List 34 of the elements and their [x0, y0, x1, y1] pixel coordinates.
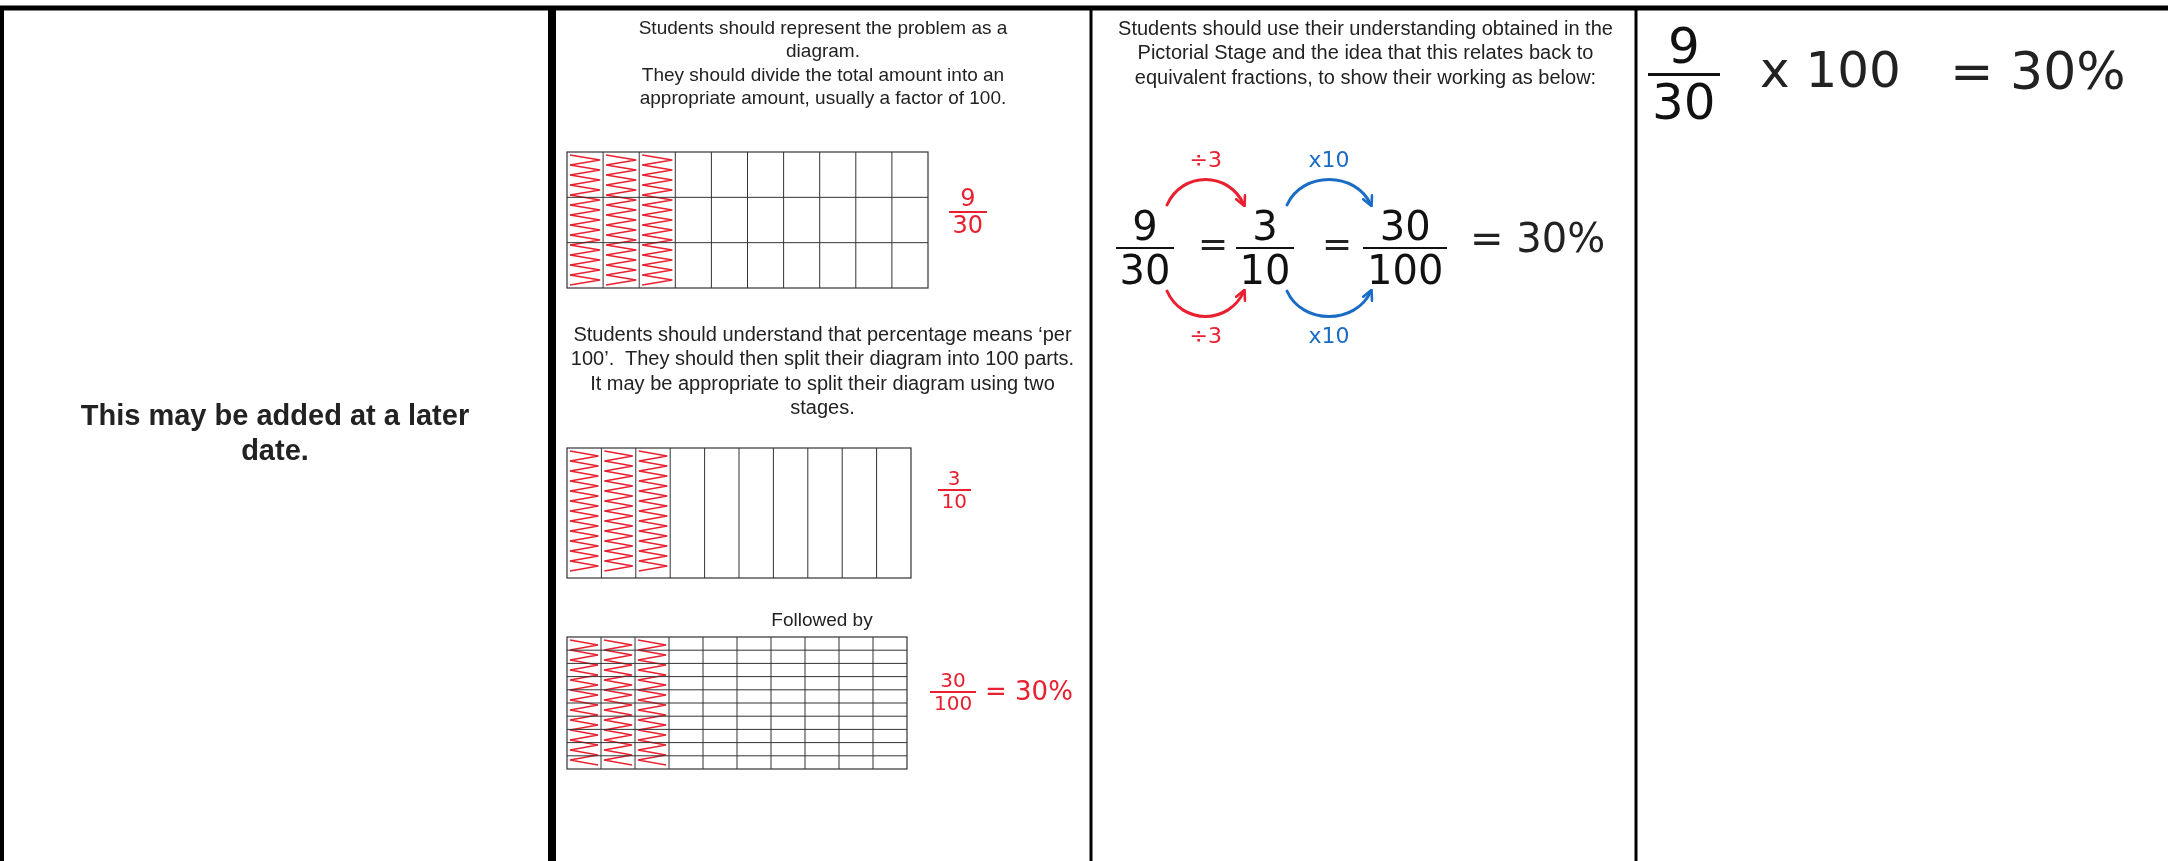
numerator: 30	[1378, 205, 1432, 247]
numerator: 3	[1251, 205, 1279, 247]
equals-sign: =	[1322, 222, 1353, 266]
numerator: 30	[939, 670, 967, 691]
denominator: 10	[1235, 247, 1295, 291]
denominator: 30	[948, 211, 988, 239]
denominator: 100	[930, 691, 977, 714]
instruction-text: They should divide the total amount into an appropriate amount, usually a factor of 100.	[638, 63, 1008, 110]
denominator: 30	[1648, 72, 1720, 128]
caption-text: Followed by	[770, 608, 874, 632]
edge-label: x10	[1308, 147, 1350, 172]
arrow	[1285, 288, 1373, 318]
numerator: 9	[1666, 20, 1701, 73]
arrow	[1165, 178, 1246, 208]
equation-text: x 100	[1760, 40, 1901, 101]
equals-sign: =	[1198, 222, 1229, 266]
denominator: 100	[1363, 247, 1448, 291]
numerator: 9	[1131, 205, 1159, 247]
equation-text: = 30%	[985, 676, 1073, 708]
numerator: 3	[946, 468, 962, 489]
instruction-text: Students should use their understanding obtained in the Pictorial Stage and the idea that this relates back to equivalent fractions, to show their working as below:	[1118, 16, 1613, 90]
instruction-text: Students should understand that percentage means ‘per 100’. They should then split their diagram into 100 parts. It may be appropriate to split their diagram using two stages.	[569, 322, 1076, 420]
denominator: 10	[937, 489, 971, 512]
edge-label: x10	[1308, 323, 1350, 348]
arrow	[1285, 178, 1373, 208]
equation-text: = 30%	[1950, 40, 2126, 103]
arrow	[1165, 288, 1246, 318]
denominator: 30	[1115, 247, 1175, 291]
equation-text: = 30%	[1470, 214, 1606, 263]
numerator: 9	[959, 186, 977, 212]
note-text: This may be added at a later date.	[79, 398, 471, 469]
edge-label: ÷3	[1189, 147, 1222, 172]
instruction-text: Students should represent the problem as a diagram.	[637, 16, 1009, 63]
edge-label: ÷3	[1189, 323, 1222, 348]
